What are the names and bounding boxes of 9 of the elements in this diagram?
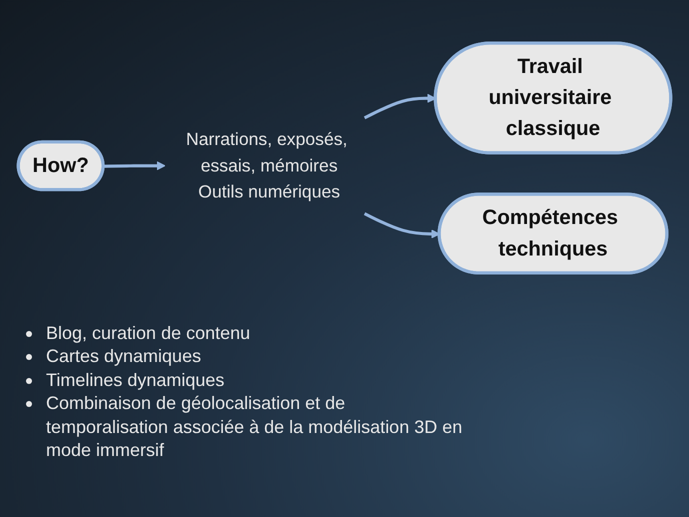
arrow [104, 161, 166, 170]
node-label: Narrations, exposés, essais, mémoires Outils numériques [186, 129, 348, 202]
list-item: Timelines dynamiques [46, 368, 224, 392]
list-item: Cartes dynamiques [46, 345, 202, 368]
ellipse-node: How? [16, 140, 105, 192]
list-item: Blog, curation de contenu [46, 322, 250, 345]
ellipse-node: Compétences techniques [438, 192, 668, 274]
ellipse-node: Travail universitaire classique [434, 42, 672, 154]
list-item: Combinaison de géolocalisation et de temporalisation associée à de la modélisation 3D en mode immersif [46, 392, 464, 462]
